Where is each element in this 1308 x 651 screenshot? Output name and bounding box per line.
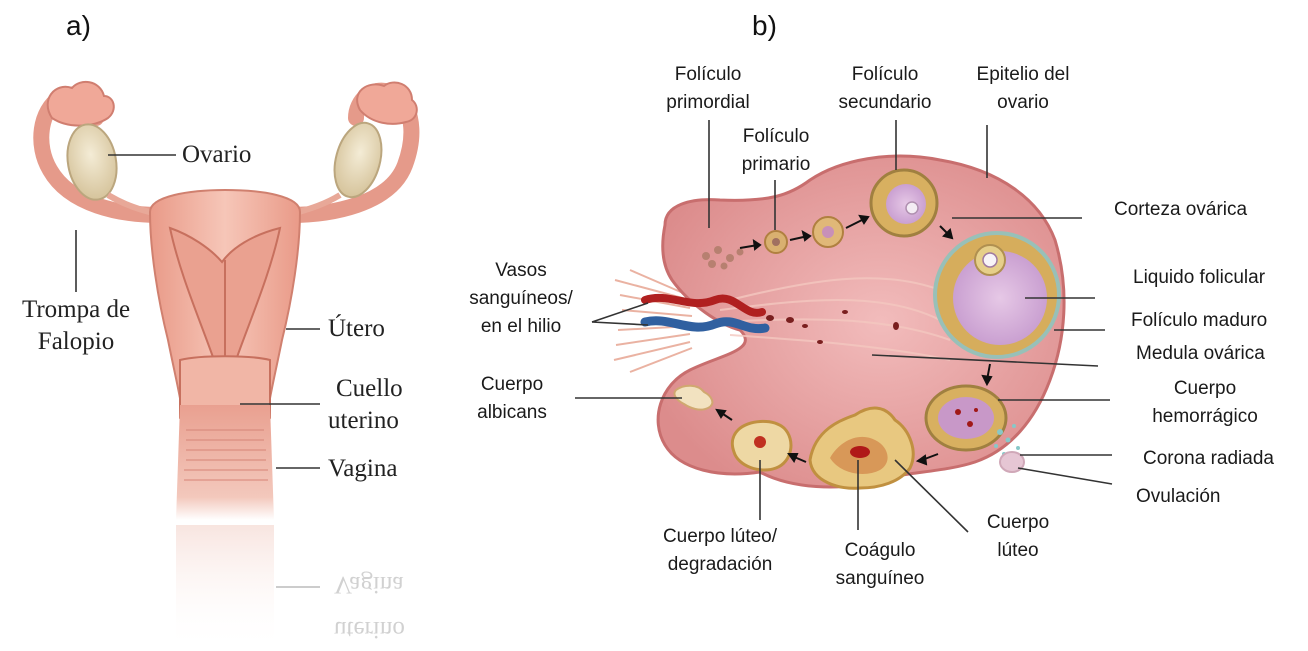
label-vasos-1: Vasos	[456, 258, 586, 284]
label-cuello-1: Cuello	[336, 374, 403, 404]
reflection-uterino: uterino	[334, 615, 405, 643]
left-fimbriae	[48, 82, 114, 126]
ovary-illustration	[614, 156, 1064, 488]
label-foliculo-secundario-2: secundario	[825, 90, 945, 116]
label-luteo-deg-2: degradación	[650, 552, 790, 578]
label-foliculo-primordial-1: Folículo	[648, 62, 768, 88]
label-vasos-3: en el hilio	[456, 314, 586, 340]
vagina	[176, 405, 274, 520]
label-medula: Medula ovárica	[1136, 341, 1265, 367]
label-liquido: Liquido folicular	[1133, 265, 1265, 291]
label-ovario: Ovario	[182, 140, 251, 170]
uterus-reflection	[176, 525, 274, 651]
right-fimbriae	[357, 82, 417, 123]
reflection-vagina: Vagina	[334, 570, 403, 598]
label-albicans-1: Cuerpo	[452, 372, 572, 398]
label-hemorragico-1: Cuerpo	[1140, 376, 1270, 402]
label-foliculo-secundario-1: Folículo	[825, 62, 945, 88]
label-trompa-1: Trompa de	[6, 295, 146, 325]
label-coagulo-1: Coágulo	[820, 538, 940, 564]
label-luteo-deg-1: Cuerpo lúteo/	[650, 524, 790, 550]
label-foliculo-primario-1: Folículo	[716, 124, 836, 150]
label-corona: Corona radiada	[1143, 446, 1274, 472]
panel-a-label: a)	[66, 10, 91, 42]
label-trompa-2: Falopio	[6, 327, 146, 357]
label-luteo-2: lúteo	[958, 538, 1078, 564]
label-hemorragico-2: hemorrágico	[1140, 404, 1270, 430]
label-foliculo-primordial-2: primordial	[648, 90, 768, 116]
label-epitelio-2: ovario	[958, 90, 1088, 116]
label-albicans-2: albicans	[452, 400, 572, 426]
label-epitelio-1: Epitelio del	[958, 62, 1088, 88]
label-luteo-1: Cuerpo	[958, 510, 1078, 536]
label-utero: Útero	[328, 314, 385, 344]
panel-b-label: b)	[752, 10, 777, 42]
label-foliculo-primario-2: primario	[716, 152, 836, 178]
label-coagulo-2: sanguíneo	[820, 566, 940, 592]
label-foliculo-maduro: Folículo maduro	[1131, 308, 1267, 334]
label-vasos-2: sanguíneos/	[456, 286, 586, 312]
label-cuello-2: uterino	[328, 406, 399, 436]
label-corteza: Corteza ovárica	[1114, 197, 1247, 223]
label-vagina: Vagina	[328, 454, 397, 484]
label-ovulacion: Ovulación	[1136, 484, 1221, 510]
blood-clot	[850, 446, 870, 458]
